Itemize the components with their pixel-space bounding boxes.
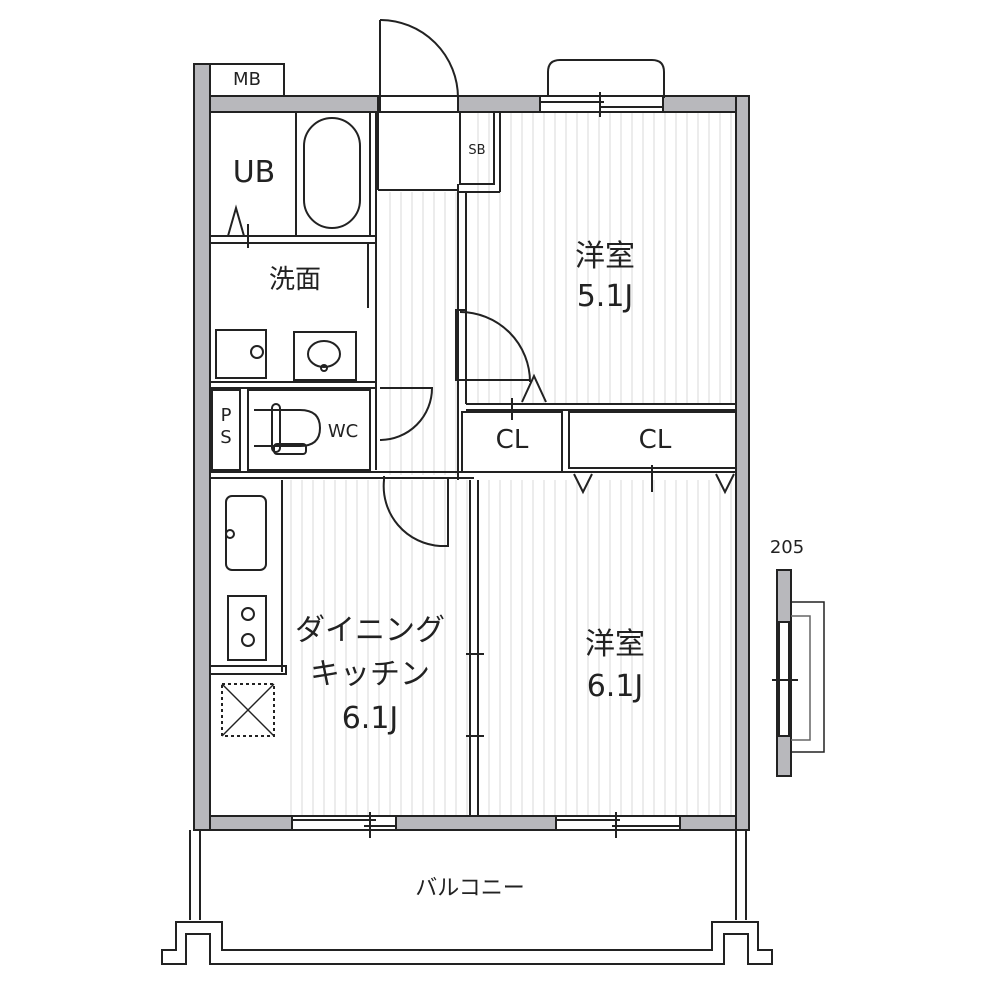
dining-kitchen-line1: ダイニング bbox=[295, 613, 445, 648]
adjacent-unit-205 bbox=[772, 569, 825, 777]
entrance-door bbox=[377, 19, 459, 113]
toilet-label: WC bbox=[327, 421, 359, 442]
dining-kitchen-line2: キッチン bbox=[310, 657, 430, 692]
flooring bbox=[284, 112, 736, 816]
room2-size-label: 6.1J bbox=[586, 669, 644, 704]
washroom-label: 洗面 bbox=[268, 265, 321, 295]
balcony-label: バルコニー bbox=[415, 876, 525, 901]
interior-walls bbox=[209, 111, 737, 816]
balcony-outline bbox=[161, 830, 773, 965]
balcony-windows bbox=[291, 812, 681, 838]
dining-kitchen-size: 6.1J bbox=[341, 701, 399, 736]
room1-type-label: 洋室 bbox=[575, 239, 635, 274]
top-window bbox=[539, 59, 665, 117]
unit-bath-label: UB bbox=[232, 155, 276, 190]
meter-box-label: MB bbox=[233, 69, 261, 90]
room2-type-label: 洋室 bbox=[585, 627, 645, 662]
unit-number-label: 205 bbox=[769, 537, 805, 558]
pipe-space-label-p: P bbox=[220, 405, 232, 426]
closet-large-label: CL bbox=[638, 425, 672, 455]
shoe-box-label: SB bbox=[468, 143, 486, 158]
room1-size-label: 5.1J bbox=[576, 279, 634, 314]
meter-box bbox=[209, 63, 285, 97]
pipe-space-label-s: S bbox=[220, 427, 232, 448]
closet-small-label: CL bbox=[495, 425, 529, 455]
